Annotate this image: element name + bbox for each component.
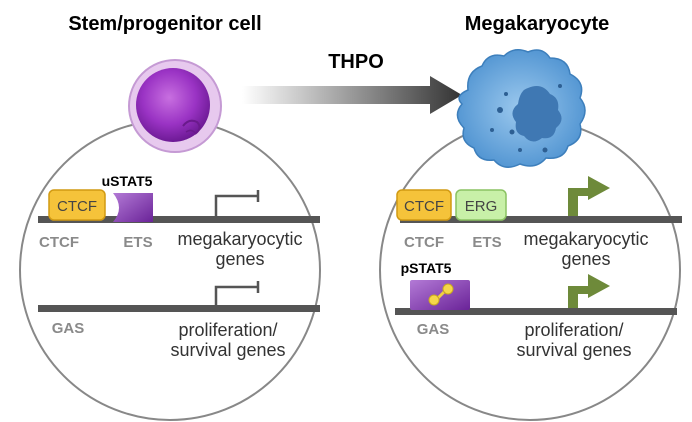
ustat5-shape: [113, 193, 153, 222]
pstat5-label: pSTAT5: [401, 260, 452, 276]
right-gene-proliferation: proliferation/: [524, 320, 623, 340]
left-site-ctcf: CTCF: [39, 234, 79, 251]
right-erg-box-label: ERG: [465, 198, 498, 215]
right-gene-megakaryocytic: megakaryocytic: [523, 229, 648, 249]
left-gene-megakaryocytic-genes: genes: [215, 249, 264, 269]
left-nucleus-circle: [19, 119, 321, 421]
left-gene-survival-genes: survival genes: [170, 340, 285, 360]
left-ctcf-box-label: CTCF: [57, 198, 97, 215]
left-gene-promoter-2: [214, 281, 260, 305]
left-ctcf-box: [48, 189, 106, 221]
right-dna-line-1: [400, 216, 682, 223]
right-ctcf-box: [396, 189, 452, 221]
megakaryocyte-icon: [456, 49, 586, 168]
right-site-gas: GAS: [417, 321, 450, 338]
right-gene-survival-genes: survival genes: [516, 340, 631, 360]
right-ctcf-box-label: CTCF: [404, 198, 444, 215]
left-site-ets: ETS: [123, 234, 152, 251]
left-site-gas: GAS: [52, 320, 85, 337]
right-gene-megakaryocytic-genes: genes: [561, 249, 610, 269]
left-gene-proliferation: proliferation/: [178, 320, 277, 340]
right-active-promoter-1: [568, 176, 610, 216]
right-active-promoter-2: [568, 274, 610, 308]
left-dna-line-2: [38, 305, 320, 312]
right-erg-box: [455, 189, 507, 221]
right-panel-title: Megakaryocyte: [465, 13, 610, 35]
left-panel-title: Stem/progenitor cell: [68, 13, 261, 35]
thpo-arrow: [242, 76, 462, 114]
left-gene-promoter-1: [214, 190, 260, 216]
right-dna-line-2: [395, 308, 677, 315]
phosphate-icon: [428, 283, 454, 306]
left-gene-megakaryocytic: megakaryocytic: [177, 229, 302, 249]
ustat5-label: uSTAT5: [102, 173, 153, 189]
right-site-ctcf: CTCF: [404, 234, 444, 251]
stem-cell-icon: [128, 59, 222, 153]
right-site-ets: ETS: [472, 234, 501, 251]
thpo-label: THPO: [328, 51, 384, 73]
left-dna-line-1: [38, 216, 320, 223]
